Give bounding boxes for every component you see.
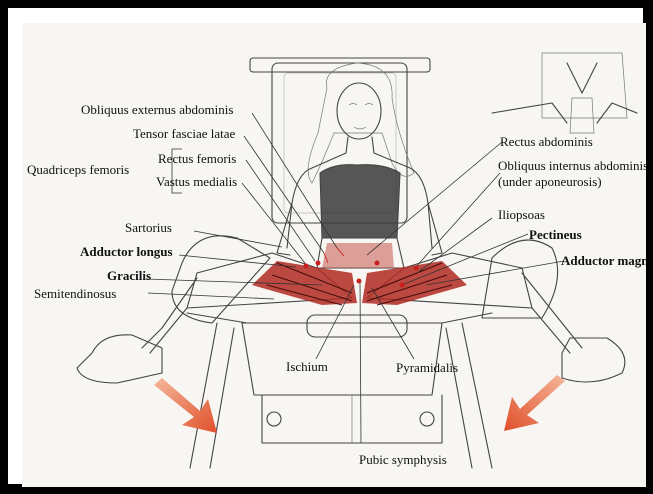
anatomy-illustration: Obliquus externus abdominis Tensor fasci… (27, 52, 646, 469)
label-rectus-femoris: Rectus femoris (158, 151, 236, 166)
label-ischium: Ischium (286, 359, 328, 374)
athlete-figure (76, 62, 626, 384)
label-semitendinosus: Semitendinosus (34, 286, 116, 301)
label-under-aponeurosis: (under aponeurosis) (498, 174, 602, 189)
label-vastus-medialis: Vastus medialis (156, 174, 237, 189)
label-pubic-symphysis: Pubic symphysis (359, 452, 447, 467)
inset-view (491, 52, 638, 134)
right-downward-arrow (504, 375, 565, 431)
label-obliquus-internus: Obliquus internus abdominis (498, 158, 646, 173)
white-mat: Obliquus externus abdominis Tensor fasci… (8, 8, 646, 487)
label-rectus-abdominis: Rectus abdominis (500, 134, 593, 149)
label-gracilis: Gracilis (107, 268, 151, 283)
label-iliopsoas: Iliopsoas (498, 207, 545, 222)
left-downward-arrow (154, 378, 217, 433)
label-obliquus-externus: Obliquus externus abdominis (81, 102, 233, 117)
highlighted-muscles (252, 243, 467, 306)
label-quadriceps-femoris: Quadriceps femoris (27, 162, 129, 177)
label-adductor-magnus: Adductor magnus (561, 253, 646, 268)
label-adductor-longus: Adductor longus (80, 244, 173, 259)
label-sartorius: Sartorius (125, 220, 172, 235)
leg-pads (171, 235, 559, 324)
illustration-panel: Obliquus externus abdominis Tensor fasci… (22, 23, 646, 487)
label-tensor-fasciae-latae: Tensor fasciae latae (133, 126, 236, 141)
label-pyramidalis: Pyramidalis (396, 360, 458, 375)
label-pectineus: Pectineus (529, 227, 582, 242)
machine-base (186, 312, 493, 469)
